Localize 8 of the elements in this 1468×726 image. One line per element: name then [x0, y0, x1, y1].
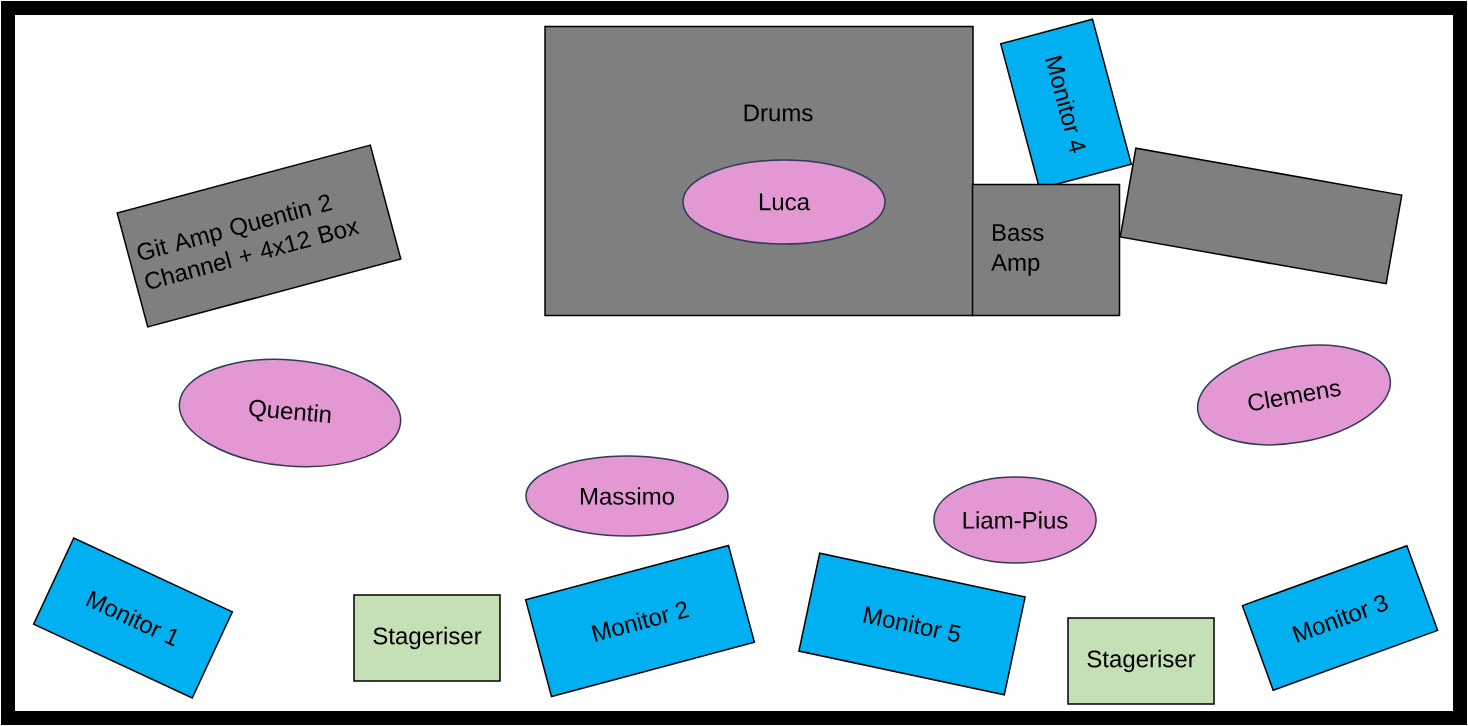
amp-box: Bass Amp — [971, 183, 1121, 317]
monitor-box: Monitor 2 — [524, 544, 756, 698]
amp-box — [1119, 147, 1403, 285]
stage-riser-box: Stageriser — [1067, 617, 1215, 705]
monitor-box: Monitor 5 — [798, 552, 1026, 696]
stage-riser-box: Stageriser — [353, 594, 501, 682]
amp-box: Git Amp Quentin 2 Channel + 4x12 Box — [116, 144, 402, 328]
monitor-box: Monitor 4 — [999, 18, 1133, 190]
